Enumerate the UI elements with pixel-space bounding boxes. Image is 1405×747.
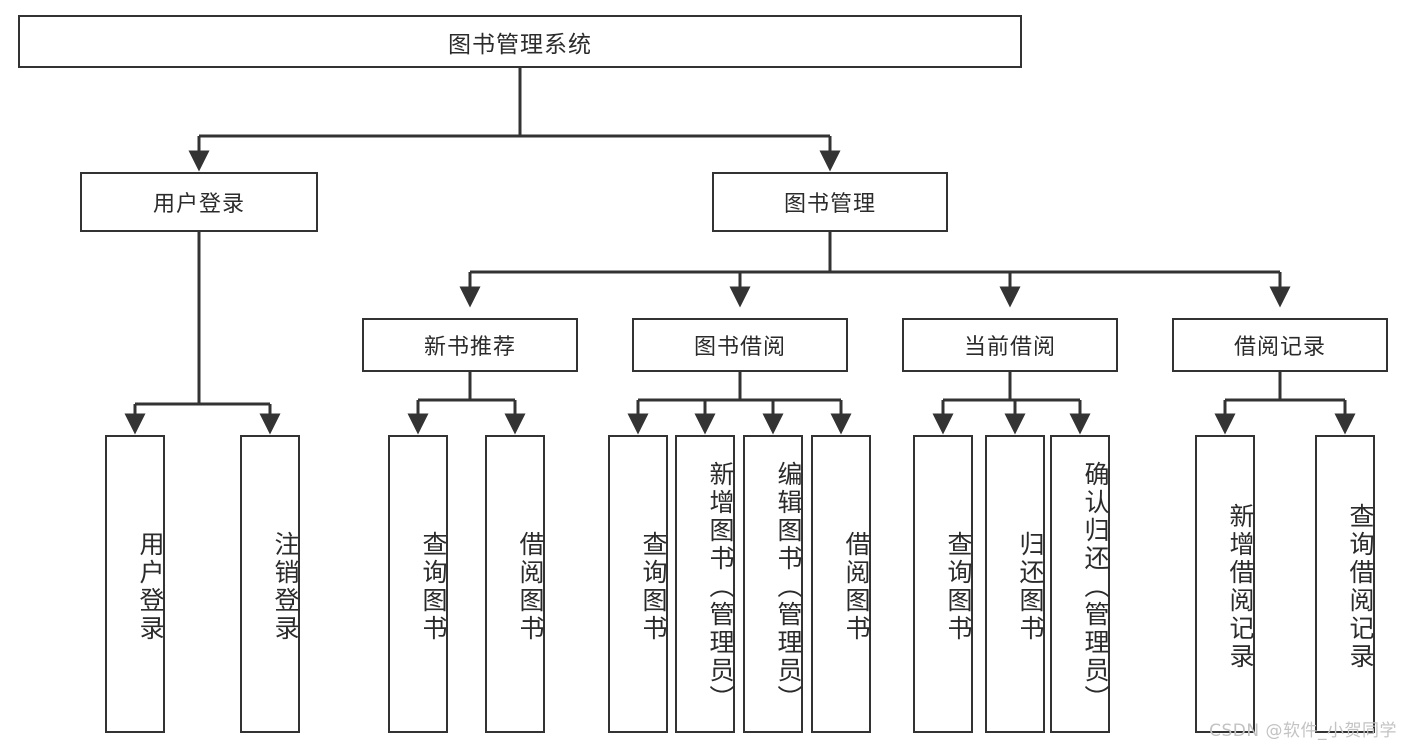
node-user-login[interactable]: 用户登录 xyxy=(80,172,318,232)
node-label: 借阅记录 xyxy=(1233,335,1326,360)
node-label: 图书管理系统 xyxy=(448,31,592,58)
leaf-borrow-book[interactable]: 借阅图书 xyxy=(811,435,871,733)
node-new-book-recommend[interactable]: 新书推荐 xyxy=(362,318,578,372)
leaf-borrow-book-recommend[interactable]: 借阅图书 xyxy=(485,435,545,733)
leaf-query-book-recommend[interactable]: 查询图书 xyxy=(388,435,448,733)
node-label: 图书管理 xyxy=(783,192,876,217)
leaf-add-borrow-record[interactable]: 新增借阅记录 xyxy=(1195,435,1255,733)
leaf-logout-login[interactable]: 注销登录 xyxy=(240,435,300,733)
node-label: 当前借阅 xyxy=(963,335,1056,360)
leaf-user-login[interactable]: 用户登录 xyxy=(105,435,165,733)
leaf-query-book-borrow[interactable]: 查询图书 xyxy=(608,435,668,733)
leaf-add-book[interactable]: 新增图书（管理员） xyxy=(675,435,735,733)
node-label: 图书借阅 xyxy=(693,335,786,360)
leaf-edit-book[interactable]: 编辑图书（管理员） xyxy=(743,435,803,733)
leaf-query-book-current[interactable]: 查询图书 xyxy=(913,435,973,733)
node-label: 新书推荐 xyxy=(423,335,516,360)
node-book-management[interactable]: 图书管理 xyxy=(712,172,948,232)
node-book-borrow[interactable]: 图书借阅 xyxy=(632,318,848,372)
leaf-query-borrow-record[interactable]: 查询借阅记录 xyxy=(1315,435,1375,733)
node-current-borrow[interactable]: 当前借阅 xyxy=(902,318,1118,372)
leaf-return-book[interactable]: 归还图书 xyxy=(985,435,1045,733)
csdn-watermark: CSDN @软件_小贺同学 xyxy=(1209,721,1397,741)
node-system-title[interactable]: 图书管理系统 xyxy=(18,15,1022,68)
node-borrow-record[interactable]: 借阅记录 xyxy=(1172,318,1388,372)
node-label: 用户登录 xyxy=(152,192,245,217)
leaf-confirm-return[interactable]: 确认归还（管理员） xyxy=(1050,435,1110,733)
